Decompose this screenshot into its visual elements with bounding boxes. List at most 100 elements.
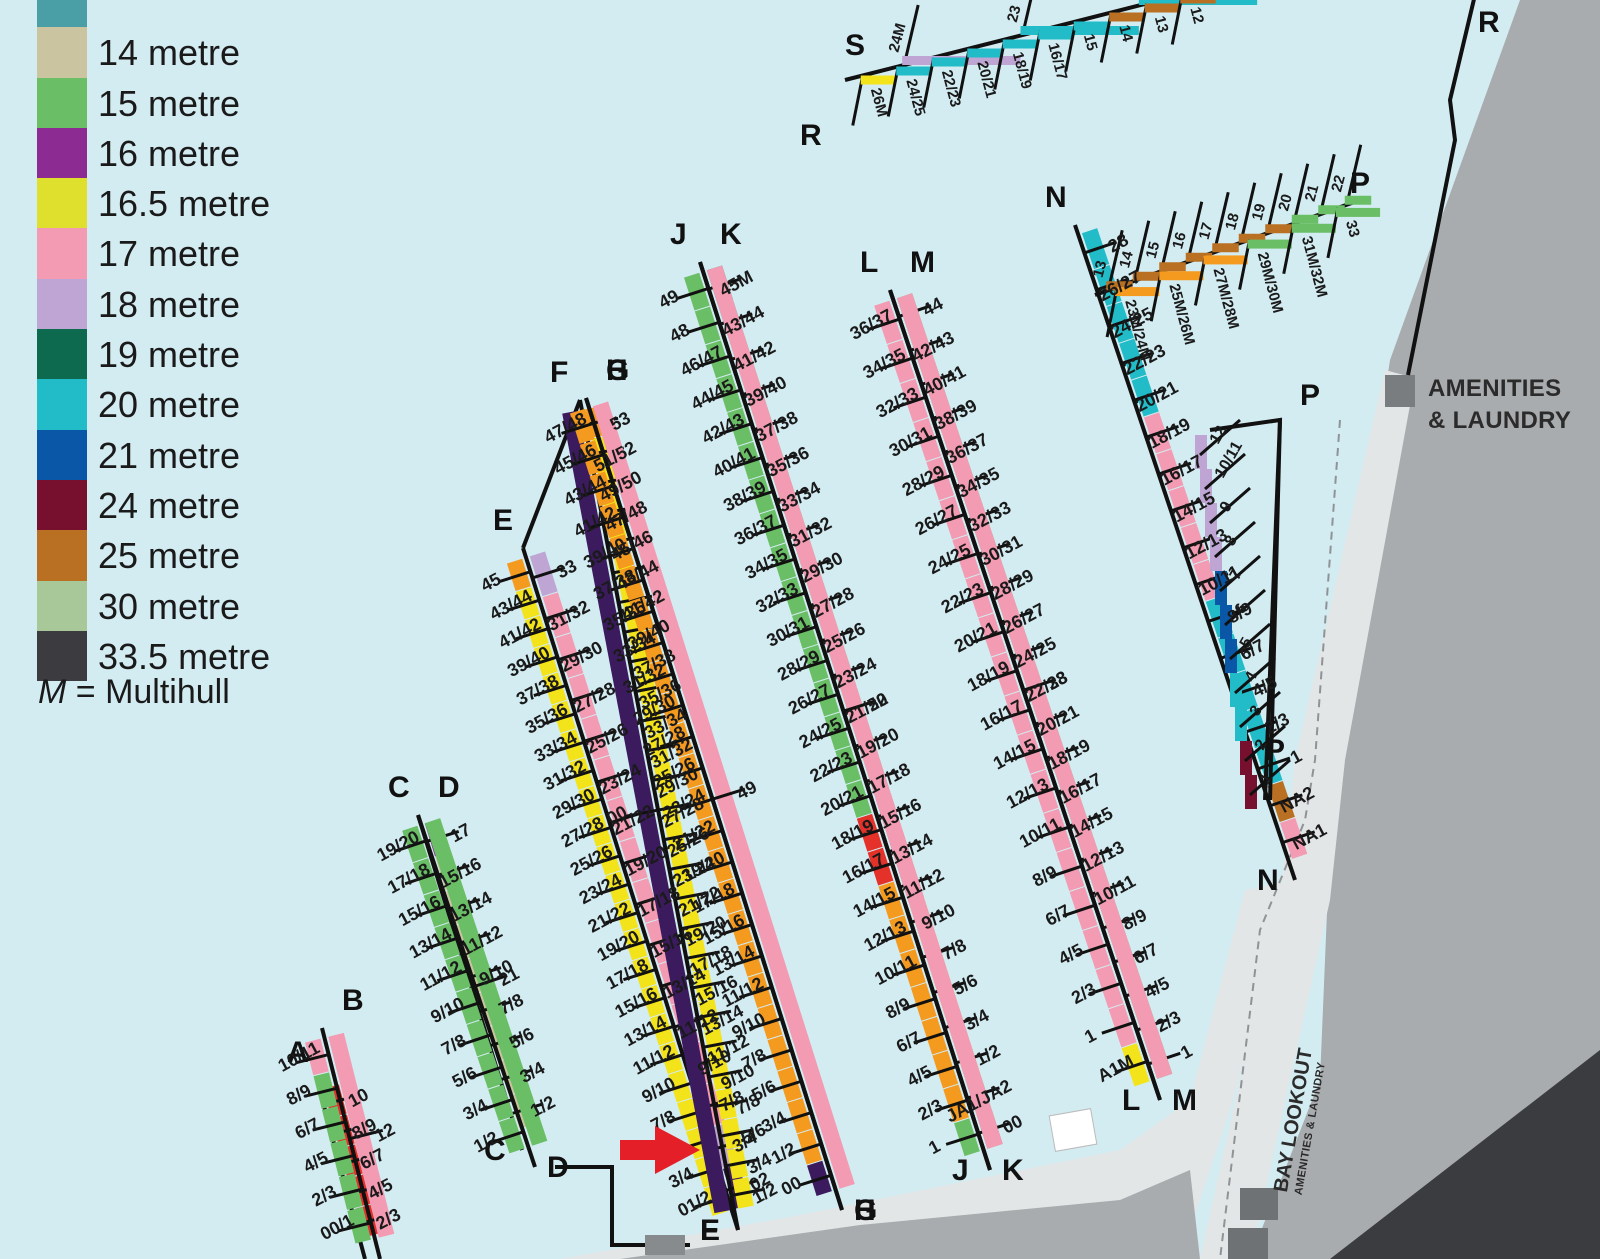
legend-swatch <box>37 77 87 128</box>
berth-S-26M <box>860 75 897 85</box>
berth-label: 14 <box>1116 249 1137 270</box>
legend-item: 20 metre <box>37 379 337 430</box>
finger-N <box>1269 793 1303 808</box>
pier-N-walkway <box>1073 224 1297 881</box>
finger-K <box>794 659 828 673</box>
finger-M <box>1049 864 1083 879</box>
pier-label-S: S <box>845 29 865 62</box>
berth-label: 23 <box>1004 4 1025 25</box>
finger-P-north <box>1292 163 1310 225</box>
berth-P-north-27M/28M <box>1203 255 1248 265</box>
finger-M <box>1022 678 1057 692</box>
berth-P-north-16 <box>1185 252 1213 262</box>
multihull-text: = Multihull <box>66 673 230 711</box>
finger-M <box>932 512 966 527</box>
finger-K <box>729 456 763 470</box>
legend-swatch <box>37 178 87 229</box>
legend-label: 16 metre <box>98 132 241 174</box>
legend-item: 19 metre <box>37 329 337 380</box>
finger-F <box>714 1098 749 1109</box>
legend-swatch <box>37 278 87 330</box>
finger-F <box>618 594 653 605</box>
finger-M <box>919 473 953 488</box>
berth-label: 12 <box>1186 5 1207 26</box>
legend-item: 24 metre <box>37 479 337 531</box>
finger-E <box>560 769 594 783</box>
finger-P-east <box>1199 418 1241 457</box>
berth-P-east-3 <box>1235 707 1247 741</box>
finger-N <box>1257 756 1291 771</box>
finger-M <box>984 669 1018 683</box>
berth-label: 49 <box>733 777 760 804</box>
finger-F <box>624 808 659 818</box>
legend-swatch <box>37 580 87 631</box>
finger-M <box>1062 903 1096 918</box>
legend-item: 15 metre <box>37 77 337 128</box>
pier-bottom-label-E: E <box>700 1214 720 1247</box>
legend-swatch <box>37 127 87 179</box>
finger-M <box>866 317 901 332</box>
finger-E <box>614 939 648 953</box>
finger-G <box>561 421 595 435</box>
berth-label: 20/21 <box>973 59 999 100</box>
finger-P-east <box>1229 622 1271 661</box>
finger-K <box>686 320 720 335</box>
berth-label: 20 <box>1275 192 1296 213</box>
legend-label: 17 metre <box>98 233 241 275</box>
pier-B-walkway <box>320 1027 382 1259</box>
berth-P-east-1 <box>1245 775 1257 809</box>
pier-K-walkway <box>698 261 992 1171</box>
finger-P-east <box>1219 554 1261 593</box>
finger-E <box>649 1053 684 1067</box>
legend-item: 16 metre <box>37 127 337 179</box>
finger-K <box>945 1132 979 1146</box>
finger-E <box>531 566 566 580</box>
finger-G <box>709 891 743 905</box>
finger-B <box>303 1086 338 1098</box>
finger-K <box>924 1064 958 1079</box>
legend-swatch <box>37 27 87 78</box>
finger-E <box>667 1110 702 1124</box>
finger-E <box>631 996 666 1010</box>
finger-G <box>570 453 605 467</box>
multihull-symbol: M <box>38 673 67 711</box>
legend-label: 21 metre <box>98 434 241 476</box>
finger-E <box>587 854 621 868</box>
finger-G <box>659 735 694 749</box>
finger-K <box>902 997 936 1011</box>
finger-F <box>674 891 709 901</box>
berth-S-14 <box>1109 12 1145 22</box>
legend-swatch <box>37 429 87 480</box>
finger-N <box>1281 830 1316 845</box>
finger-D <box>479 1098 514 1112</box>
finger-K <box>740 489 774 504</box>
finger-N <box>1158 461 1192 476</box>
finger-E <box>533 683 567 698</box>
finger-P-east <box>1214 520 1256 559</box>
berth-label: 12 <box>1207 423 1231 447</box>
legend-swatch <box>37 0 87 28</box>
finger-B <box>349 1128 384 1141</box>
finger-K <box>859 862 893 876</box>
finger-K <box>751 523 785 537</box>
finger-E <box>596 882 630 896</box>
berth-label: 00 <box>999 1111 1026 1138</box>
berth-P-north-17 <box>1212 243 1239 253</box>
finger-P-north <box>1318 153 1336 215</box>
finger-N <box>1108 314 1142 329</box>
pier-label-H: H <box>606 354 628 387</box>
berth-label: 17 <box>447 819 474 846</box>
berth-label: 24M <box>886 21 910 54</box>
pier-R-walk <box>1406 0 1476 376</box>
finger-P-east <box>1239 690 1281 729</box>
berth-label: 1 <box>1177 1041 1195 1063</box>
berth-label: 22 <box>1328 173 1349 194</box>
finger-F <box>691 980 726 990</box>
legend-label: 25 metre <box>98 535 241 577</box>
berth-label: 8/9 <box>283 1080 314 1109</box>
pier-label-K: K <box>720 218 742 251</box>
finger-F <box>686 950 720 960</box>
finger-G <box>580 484 615 498</box>
berth-label: 1 <box>1081 1025 1099 1047</box>
finger-M <box>1101 1020 1135 1035</box>
